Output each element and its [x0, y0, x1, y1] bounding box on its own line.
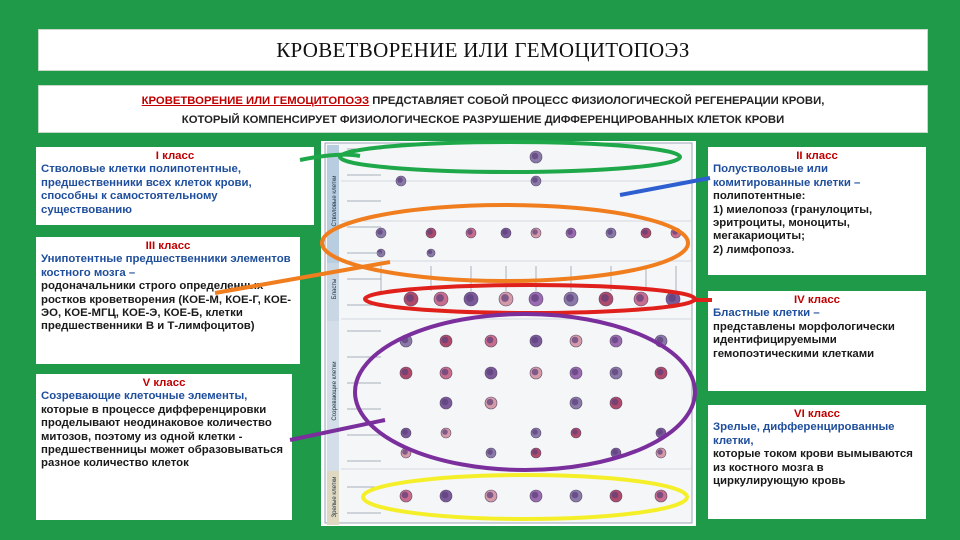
- diagram-cell-nucleus: [571, 368, 579, 376]
- class-6-text-dark: которые током крови вымываются из костно…: [713, 448, 913, 488]
- class-4-title: IV класс: [793, 294, 840, 306]
- class-1-box: I класс Стволовые клетки полипотентные, …: [36, 147, 314, 225]
- class-6-title: VI класс: [793, 408, 840, 420]
- diagram-cell-nucleus: [566, 294, 574, 302]
- diagram-cell-nucleus: [532, 177, 538, 183]
- diagram-cell-nucleus: [397, 177, 403, 183]
- diagram-cell-nucleus: [441, 398, 449, 406]
- class-1-title: I класс: [155, 150, 195, 162]
- diagram-cell-nucleus: [467, 229, 473, 235]
- class-3-text-dark: родоначальники строго определенных ростк…: [41, 280, 292, 333]
- diagram-cell-nucleus: [502, 229, 508, 235]
- class-4-text-blue: Бластные клетки –: [713, 307, 820, 320]
- class-5-box: V класс Созревающие клеточные элементы, …: [36, 374, 292, 520]
- diagram-cell-nucleus: [642, 229, 648, 235]
- class-2-title: II класс: [796, 150, 838, 162]
- diagram-cell-nucleus: [531, 368, 539, 376]
- diagram-cell-nucleus: [486, 491, 494, 499]
- diagram-cell-nucleus: [486, 336, 494, 344]
- class-3-text-blue: Унипотентные предшественники элементов к…: [41, 253, 291, 279]
- diagram-cell-nucleus: [486, 398, 494, 406]
- diagram-cell-nucleus: [672, 229, 678, 235]
- intro-line-2: КОТОРЫЙ КОМПЕНСИРУЕТ ФИЗИОЛОГИЧЕСКОЕ РАЗ…: [181, 114, 785, 126]
- diagram-frame: [324, 142, 693, 524]
- diagram-cell-nucleus: [486, 368, 494, 376]
- diagram-cell-nucleus: [466, 294, 474, 302]
- class-5-text-blue: Созревающие клеточные элементы,: [41, 390, 248, 403]
- diagram-cell-nucleus: [401, 491, 409, 499]
- diagram-cell-nucleus: [487, 449, 493, 455]
- title-box: КРОВЕТВОРЕНИЕ ИЛИ ГЕМОЦИТОПОЭЗ: [38, 29, 928, 71]
- diagram-cell-nucleus: [427, 229, 433, 235]
- diagram-cell-nucleus: [531, 491, 539, 499]
- class-6-text-blue: Зрелые, дифференцированные клетки,: [713, 421, 895, 447]
- diagram-cell-nucleus: [532, 449, 538, 455]
- diagram-cell-nucleus: [441, 336, 449, 344]
- diagram-cell-nucleus: [442, 429, 448, 435]
- diagram-cell-nucleus: [668, 294, 676, 302]
- diagram-cell-nucleus: [427, 249, 433, 255]
- diagram-cell-nucleus: [402, 429, 408, 435]
- diagram-cell-nucleus: [501, 294, 509, 302]
- class-2-text-dark: полипотентные: 1) миелопоэз (гранулоциты…: [713, 190, 873, 256]
- class-3-box: III класс Унипотентные предшественники э…: [36, 237, 300, 364]
- class-4-box: IV класс Бластные клетки – представлены …: [708, 291, 926, 391]
- class-4-text-dark: представлены морфологически идентифициру…: [713, 320, 895, 360]
- page-title: КРОВЕТВОРЕНИЕ ИЛИ ГЕМОЦИТОПОЭЗ: [276, 37, 690, 62]
- intro-highlight: КРОВЕТВОРЕНИЕ ИЛИ ГЕМОЦИТОПОЭЗ: [141, 95, 370, 107]
- diagram-cell-nucleus: [532, 429, 538, 435]
- diagram-cell-nucleus: [572, 429, 578, 435]
- diagram-cell-nucleus: [377, 229, 383, 235]
- diagram-cell-nucleus: [441, 368, 449, 376]
- diagram-cell-nucleus: [657, 429, 663, 435]
- diagram-cell-nucleus: [636, 294, 644, 302]
- intro-box: КРОВЕТВОРЕНИЕ ИЛИ ГЕМОЦИТОПОЭЗ ПРЕДСТАВЛ…: [38, 85, 928, 133]
- diagram-side-label: Стволовые клетки: [332, 176, 338, 227]
- diagram-cell-nucleus: [656, 368, 664, 376]
- diagram-cell-nucleus: [611, 336, 619, 344]
- intro-line-1: КРОВЕТВОРЕНИЕ ИЛИ ГЕМОЦИТОПОЭЗ ПРЕДСТАВЛ…: [39, 92, 927, 111]
- diagram-cell-nucleus: [656, 491, 664, 499]
- diagram-side-label: Бласты: [332, 279, 338, 300]
- diagram-cell-nucleus: [531, 336, 539, 344]
- diagram-cell-nucleus: [611, 491, 619, 499]
- diagram-cell-nucleus: [571, 491, 579, 499]
- diagram-cell-nucleus: [571, 398, 579, 406]
- diagram-side-band: [327, 471, 339, 525]
- diagram-side-label: Созревающие клетки: [332, 361, 338, 420]
- diagram-cell-nucleus: [532, 229, 538, 235]
- diagram-cell-nucleus: [441, 491, 449, 499]
- diagram-cell-nucleus: [657, 449, 663, 455]
- diagram-cell-nucleus: [406, 294, 414, 302]
- diagram-cell-nucleus: [611, 398, 619, 406]
- diagram-cell-nucleus: [401, 368, 409, 376]
- class-1-text: Стволовые клетки полипотентные, предшест…: [41, 163, 252, 216]
- diagram-cell-nucleus: [612, 449, 618, 455]
- diagram-cell-nucleus: [601, 294, 609, 302]
- intro-line1-rest: ПРЕДСТАВЛЯЕТ СОБОЙ ПРОЦЕСС ФИЗИОЛОГИЧЕСК…: [369, 95, 825, 107]
- diagram-cell-nucleus: [656, 336, 664, 344]
- class-2-text-blue: Полустволовые или комитированные клетки …: [713, 163, 861, 189]
- diagram-cell-nucleus: [611, 368, 619, 376]
- diagram-cell-nucleus: [402, 449, 408, 455]
- class-2-box: II класс Полустволовые или комитированны…: [708, 147, 926, 275]
- class-3-title: III класс: [145, 240, 191, 252]
- class-6-box: VI класс Зрелые, дифференцированные клет…: [708, 405, 926, 519]
- diagram-cell-nucleus: [607, 229, 613, 235]
- diagram-cell-nucleus: [436, 294, 444, 302]
- diagram-cell-nucleus: [531, 152, 539, 160]
- diagram-cell-nucleus: [401, 336, 409, 344]
- diagram-cell-nucleus: [377, 249, 383, 255]
- diagram-side-label: Зрелые клетки: [332, 477, 338, 518]
- diagram-cell-nucleus: [571, 336, 579, 344]
- diagram-cell-nucleus: [531, 294, 539, 302]
- class-5-title: V класс: [142, 377, 186, 389]
- class-5-text-dark: которые в процессе дифференцировки проде…: [41, 403, 284, 470]
- diagram-cell-nucleus: [567, 229, 573, 235]
